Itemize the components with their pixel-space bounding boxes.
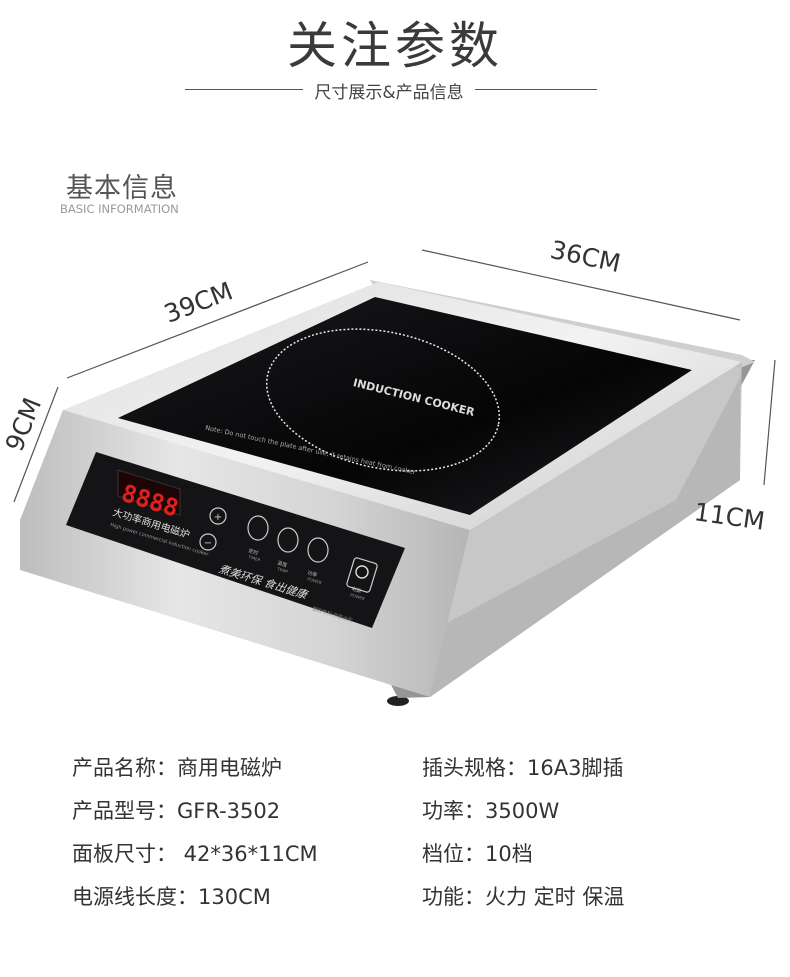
timer-button[interactable]: 定时 TIMER bbox=[247, 515, 269, 563]
power-level-label-en: POWER bbox=[307, 576, 323, 585]
timer-label: 定时 bbox=[247, 547, 259, 557]
power-level-button[interactable]: 功率 POWER bbox=[306, 537, 329, 585]
increase-button[interactable] bbox=[209, 507, 227, 525]
on-off-label-en: POWER bbox=[350, 592, 366, 601]
decrease-button[interactable] bbox=[199, 533, 217, 551]
on-off-button[interactable]: 电源 POWER bbox=[346, 557, 378, 601]
minus-icon: − bbox=[204, 538, 212, 549]
temp-label-en: TEMP bbox=[276, 566, 289, 574]
page-title: 关注参数 bbox=[287, 17, 503, 75]
spec-plug: 插头规格：16A3脚插 bbox=[422, 756, 624, 780]
thermometer-icon bbox=[277, 527, 299, 553]
flame-icon bbox=[307, 537, 329, 563]
dim-line-length bbox=[66, 261, 369, 379]
dim-line-back-height bbox=[763, 359, 776, 486]
foot-front bbox=[387, 696, 409, 706]
section-title: 基本信息 bbox=[66, 173, 178, 204]
spec-cord-length: 电源线长度：130CM bbox=[72, 885, 271, 909]
plus-icon: + bbox=[214, 512, 222, 523]
divider-right bbox=[475, 89, 597, 90]
timer-label-en: TIMER bbox=[247, 554, 261, 563]
power-icon bbox=[355, 565, 369, 579]
spec-functions: 功能：火力 定时 保温 bbox=[422, 885, 625, 909]
on-off-frame bbox=[346, 557, 378, 593]
spec-power: 功率：3500W bbox=[422, 799, 560, 823]
divider-left bbox=[185, 89, 303, 90]
spec-model: 产品型号：GFR-3502 bbox=[72, 799, 281, 823]
spec-levels: 档位：10档 bbox=[422, 842, 533, 866]
section-title-en: BASIC INFORMATION bbox=[60, 202, 179, 216]
page-subtitle: 尺寸展示&产品信息 bbox=[314, 83, 464, 103]
on-off-label: 电源 bbox=[350, 585, 362, 595]
display-window bbox=[117, 469, 181, 516]
cooking-zone-ring bbox=[265, 328, 501, 472]
temp-button[interactable]: 温度 TEMP bbox=[276, 527, 299, 574]
spec-name: 产品名称：商用电磁炉 bbox=[72, 756, 282, 780]
subtitle-row: 尺寸展示&产品信息 bbox=[0, 78, 790, 103]
cooker-right-face bbox=[430, 362, 742, 697]
timer-icon bbox=[247, 515, 269, 541]
dim-line-front-height bbox=[13, 386, 59, 503]
temp-label: 温度 bbox=[276, 559, 288, 569]
power-level-label: 功率 bbox=[306, 569, 318, 579]
glass-plate bbox=[118, 297, 692, 515]
spec-panel-size: 面板尺寸： 42*36*11CM bbox=[72, 842, 318, 866]
dim-line-width bbox=[421, 249, 741, 321]
